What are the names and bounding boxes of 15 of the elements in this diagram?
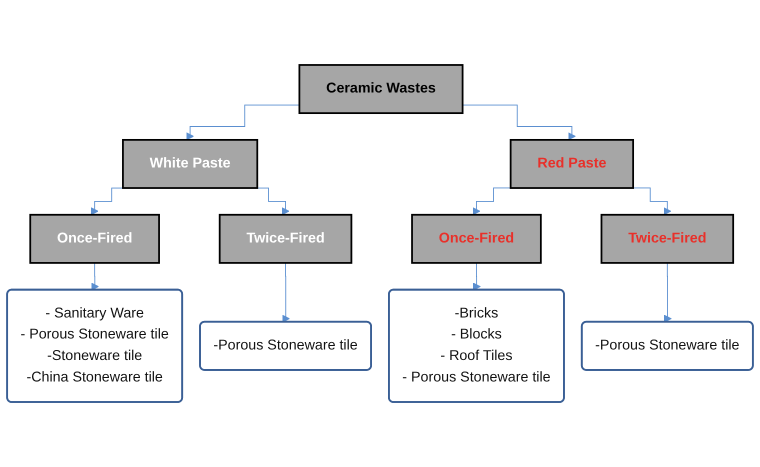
arrow	[462, 104, 576, 140]
node-box: Once-Fired	[29, 214, 160, 264]
arrow	[632, 188, 672, 216]
node-box: Ceramic Wastes	[298, 64, 464, 114]
node-box: Red Paste	[510, 138, 634, 189]
arrow	[91, 262, 99, 290]
arrow	[472, 188, 512, 216]
arrow	[186, 104, 300, 140]
node-box: White Paste	[122, 138, 258, 189]
arrow	[282, 262, 290, 323]
arrow	[664, 262, 672, 323]
node-box: Twice-Fired	[600, 214, 734, 264]
arrow	[472, 262, 481, 290]
node-box: Once-Fired	[411, 214, 542, 264]
node-box: Twice-Fired	[218, 214, 352, 264]
